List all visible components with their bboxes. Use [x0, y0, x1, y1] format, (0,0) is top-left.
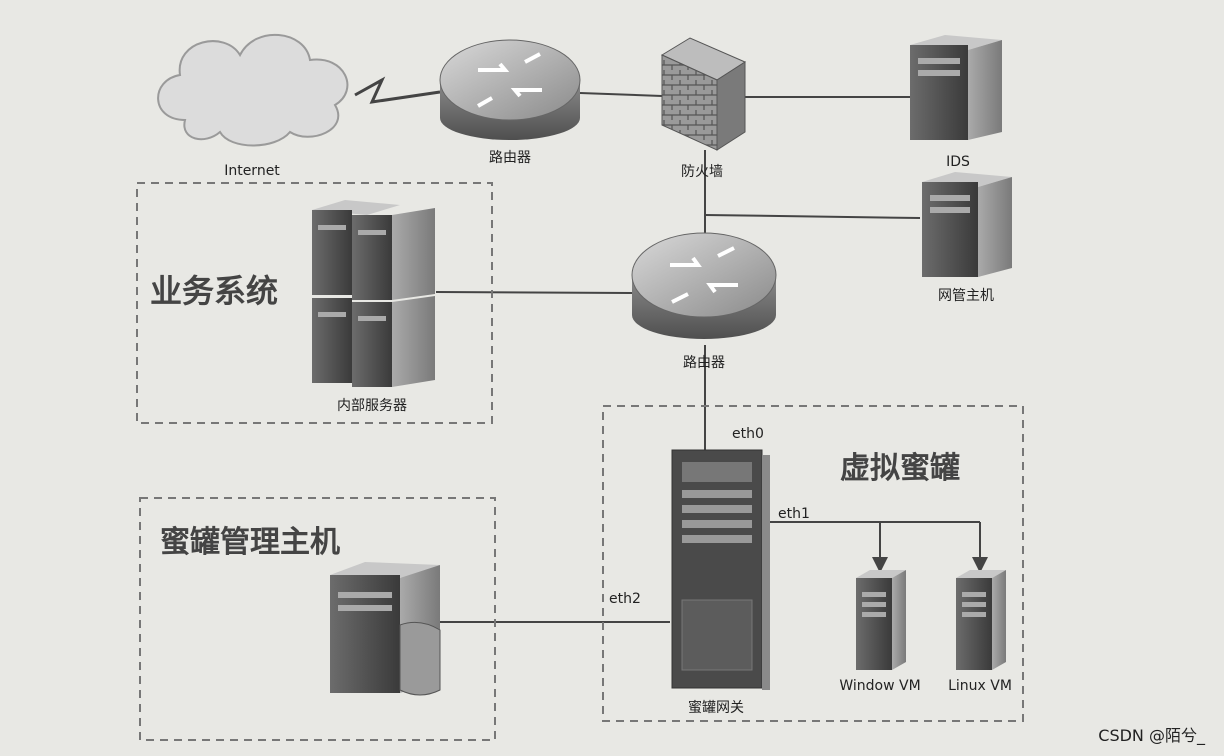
cloud-icon — [157, 33, 349, 147]
ids-label: IDS — [946, 154, 970, 170]
honeypot-mgmt-host-icon — [330, 562, 441, 696]
mgmt-host-label: 网管主机 — [938, 288, 994, 304]
internet-label: Internet — [224, 163, 280, 179]
group-virtual-honeypot-box — [602, 405, 1024, 722]
internal-servers-icon — [312, 200, 435, 387]
link-router-mgmt — [704, 214, 921, 219]
mgmt-host-icon — [922, 172, 1012, 277]
firewall-icon — [660, 37, 747, 151]
watermark: CSDN @陌兮_ — [1098, 726, 1206, 746]
ids-server-icon — [910, 35, 1002, 140]
eth0-label: eth0 — [732, 426, 764, 442]
link-router-firewall — [579, 92, 663, 97]
link-servers-router — [435, 291, 633, 294]
honeypot-gateway-icon — [671, 449, 770, 690]
router-mid-label: 路由器 — [683, 355, 725, 371]
honeypot-mgmt-title: 蜜罐管理主机 — [160, 525, 340, 560]
group-business-box — [136, 182, 493, 424]
eth1-label: eth1 — [778, 506, 810, 522]
eth2-label: eth2 — [609, 591, 641, 607]
business-group-title: 业务系统 — [150, 272, 278, 310]
link-internet-router — [354, 76, 441, 104]
window-vm-icon — [856, 570, 906, 670]
honeypot-gateway-label: 蜜罐网关 — [688, 700, 744, 716]
router-icon-top — [439, 39, 581, 140]
connections — [354, 76, 988, 623]
router-top-label: 路由器 — [489, 150, 531, 166]
internal-servers-label: 内部服务器 — [337, 398, 407, 414]
window-vm-label: Window VM — [839, 678, 920, 694]
linux-vm-icon — [956, 570, 1006, 670]
group-honeypot-mgmt-box — [139, 497, 496, 741]
firewall-label: 防火墙 — [681, 164, 723, 180]
router-icon-mid — [631, 232, 777, 339]
virtual-honeypot-title: 虚拟蜜罐 — [840, 451, 960, 486]
linux-vm-label: Linux VM — [948, 678, 1012, 694]
